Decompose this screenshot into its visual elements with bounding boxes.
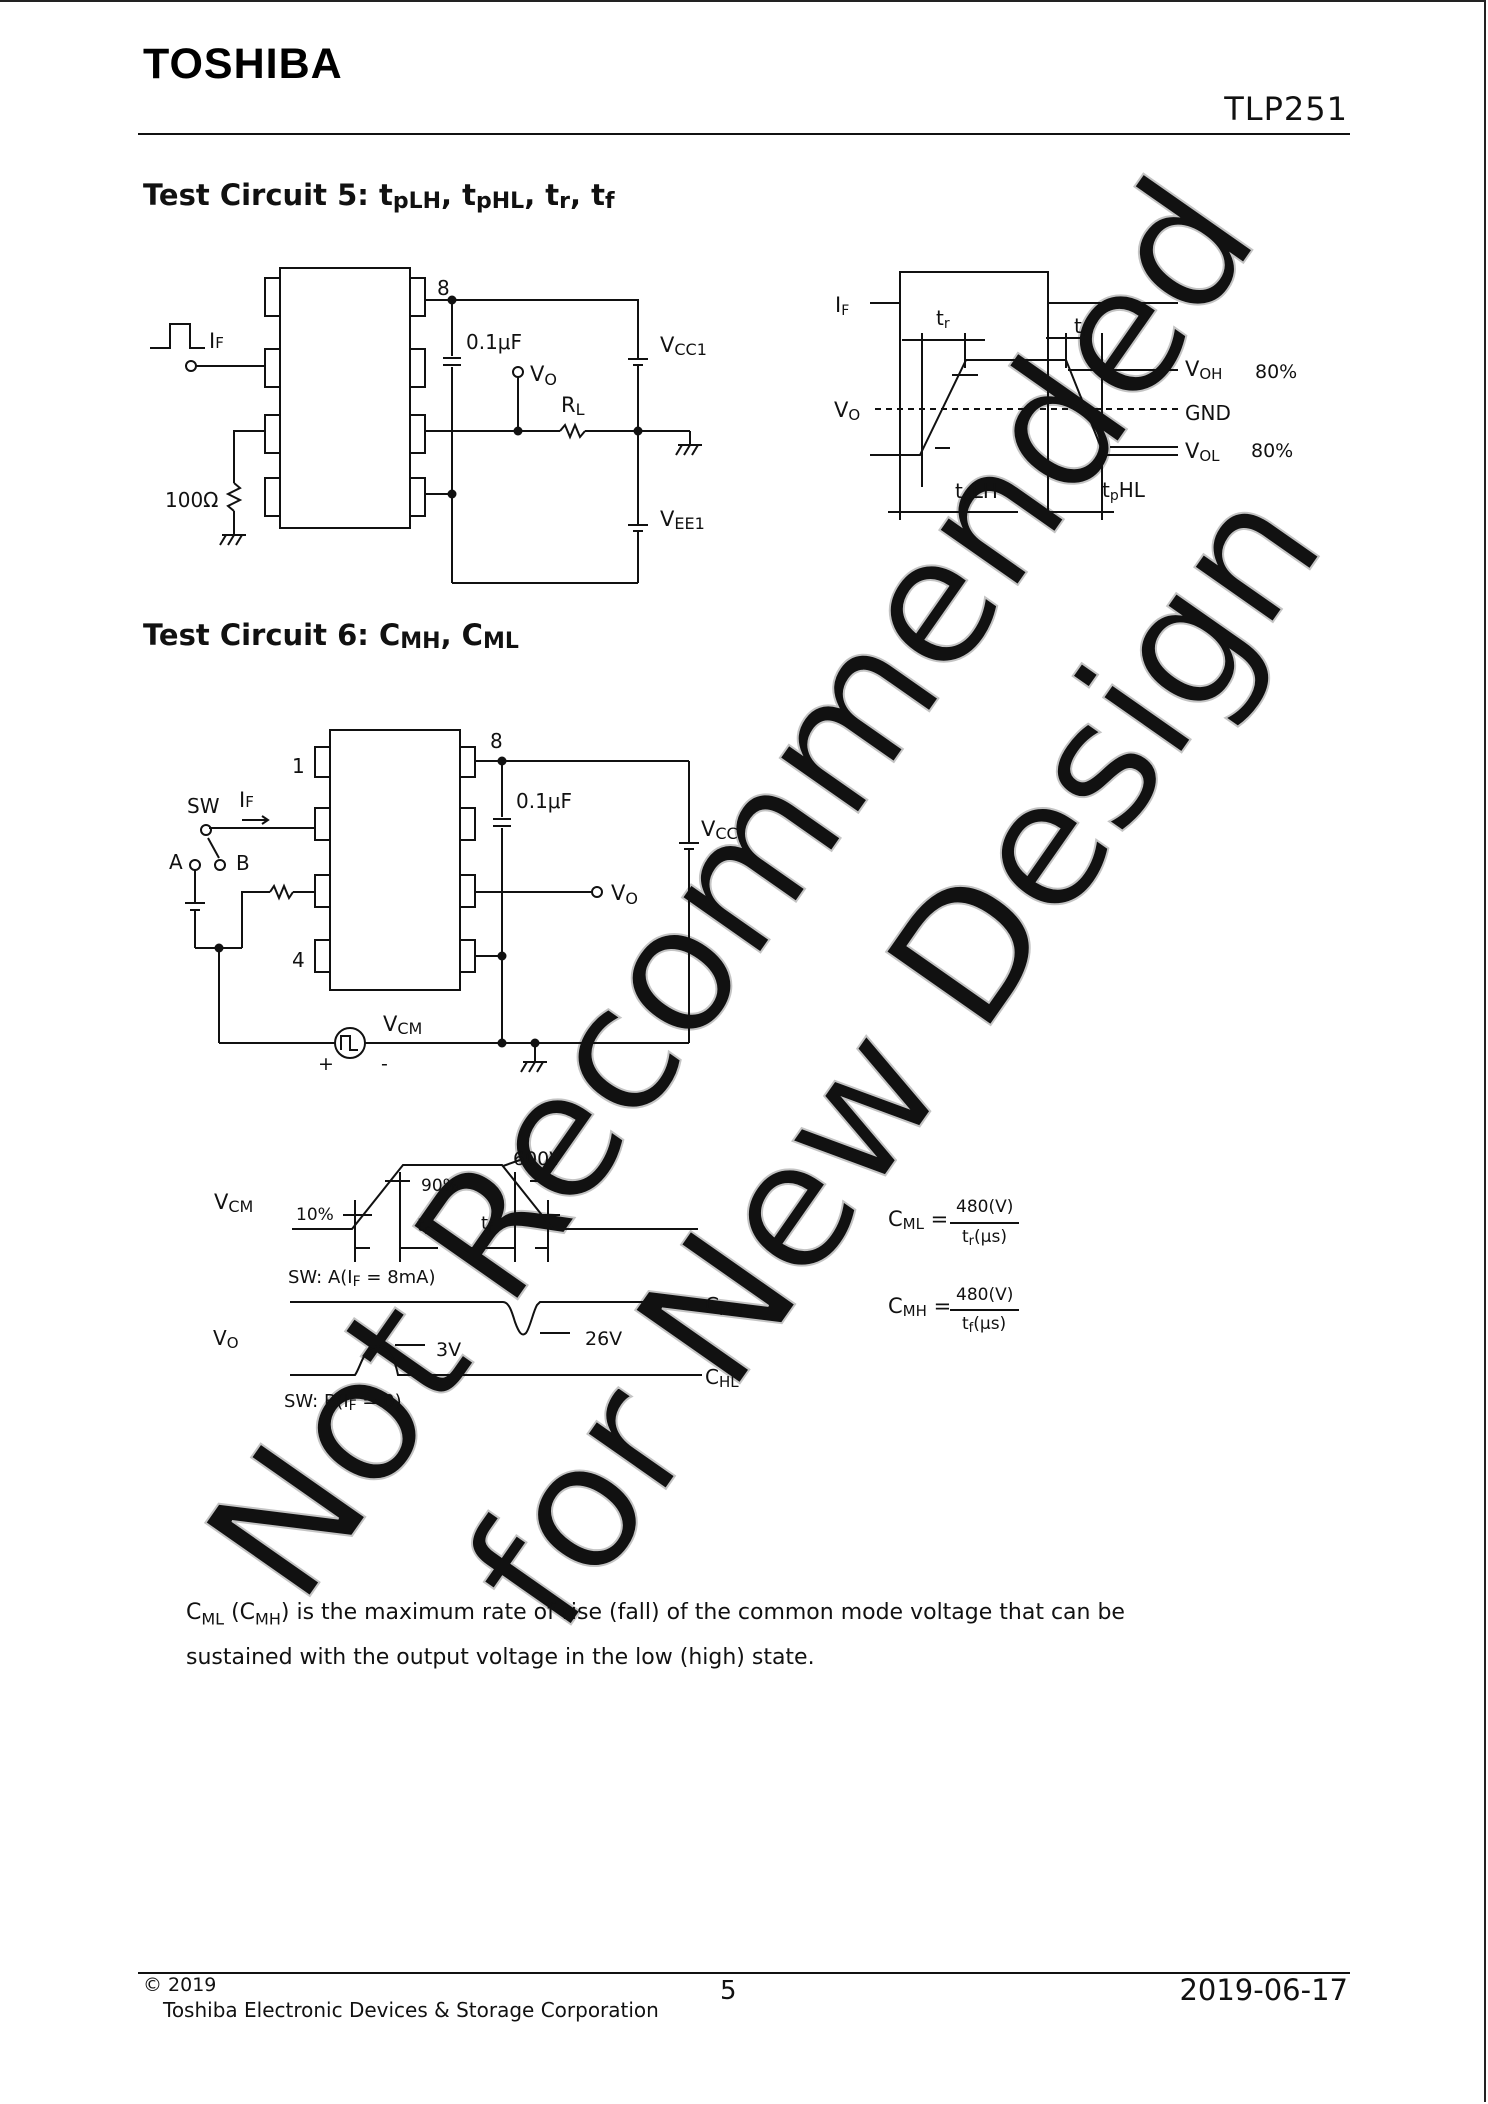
svg-text:GND: GND	[1185, 401, 1231, 425]
svg-text:VOL: VOL	[1185, 439, 1220, 465]
svg-text:tr: tr	[417, 1215, 430, 1238]
note-line-2: sustained with the output voltage in the…	[186, 1645, 815, 1670]
svg-text:80%: 80%	[1251, 440, 1293, 462]
formula-fraction-lines	[950, 1222, 1019, 1311]
svg-text:VCM: VCM	[383, 1012, 422, 1038]
svg-text:480(V): 480(V)	[956, 1285, 1013, 1305]
test-circuit-6-waveform	[290, 1159, 702, 1376]
svg-text:CHL: CHL	[705, 1365, 739, 1391]
svg-text:CMH: CMH	[705, 1293, 743, 1319]
svg-text:SW: SW	[187, 794, 220, 818]
svg-text:SW: B(IF = 0): SW: B(IF = 0)	[284, 1391, 402, 1414]
svg-text:tr(μs): tr(μs)	[962, 1227, 1007, 1249]
svg-text:CML =: CML =	[888, 1207, 948, 1233]
svg-text:0.1μF: 0.1μF	[516, 789, 572, 813]
svg-text:tf: tf	[1074, 314, 1088, 340]
section5-title: Test Circuit 5: tpLH, tpHL, tr, tf	[143, 178, 615, 214]
section6-title: Test Circuit 6: CMH, CML	[143, 618, 519, 654]
svg-text:3V: 3V	[436, 1339, 461, 1361]
optocoupler-ic-2	[329, 729, 461, 991]
svg-text:VO: VO	[834, 398, 860, 424]
svg-text:IF: IF	[835, 293, 849, 319]
svg-text:4: 4	[292, 948, 305, 972]
svg-text:IF: IF	[239, 788, 254, 812]
svg-text:VO: VO	[530, 362, 557, 389]
note-line-1: CML (CMH) is the maximum rate of rise (f…	[186, 1600, 1125, 1629]
optocoupler-ic	[279, 267, 411, 529]
toshiba-logo: TOSHIBA	[143, 40, 343, 88]
copyright: © 2019	[143, 1974, 217, 1996]
svg-text:+: +	[318, 1053, 334, 1075]
test-circuit-5-schematic	[150, 267, 702, 584]
svg-text:VO: VO	[213, 1326, 239, 1352]
svg-text:VCM: VCM	[214, 1190, 253, 1216]
svg-text:10%: 10%	[296, 1205, 334, 1225]
test-circuit-6-schematic	[185, 729, 699, 1073]
svg-text:26V: 26V	[585, 1328, 622, 1350]
svg-text:tf: tf	[481, 1213, 493, 1236]
svg-text:tr: tr	[936, 306, 950, 332]
svg-text:B: B	[236, 851, 250, 875]
svg-text:tf(μs): tf(μs)	[962, 1314, 1006, 1336]
svg-text:480(V): 480(V)	[956, 1197, 1013, 1217]
svg-text:IF: IF	[209, 329, 224, 353]
part-number: TLP251	[1224, 90, 1348, 128]
svg-text:0.1μF: 0.1μF	[466, 330, 522, 354]
svg-text:VCC1: VCC1	[660, 333, 707, 359]
svg-text:SW: A(IF = 8mA): SW: A(IF = 8mA)	[288, 1267, 436, 1290]
svg-text:90%: 90%	[421, 1176, 459, 1196]
svg-text:CMH =: CMH =	[888, 1294, 951, 1320]
svg-text:8: 8	[437, 276, 450, 300]
page-number: 5	[720, 1976, 737, 2006]
svg-text:80%: 80%	[1255, 361, 1297, 383]
svg-text:100Ω: 100Ω	[165, 488, 218, 512]
header-rule	[138, 133, 1350, 135]
test-circuit-5-timing	[870, 271, 1178, 520]
svg-text:600V: 600V	[513, 1148, 562, 1170]
svg-text:8: 8	[490, 729, 503, 753]
company-name: Toshiba Electronic Devices & Storage Cor…	[163, 1998, 659, 2022]
svg-text:1: 1	[292, 754, 305, 778]
svg-text:VO: VO	[611, 881, 638, 908]
publication-date: 2019-06-17	[1179, 1973, 1348, 2007]
svg-text:VOH: VOH	[1185, 357, 1222, 383]
svg-text:A: A	[169, 850, 183, 874]
svg-text:tpLH: tpLH	[955, 479, 998, 505]
svg-text:-: -	[381, 1053, 388, 1075]
svg-text:VCC: VCC	[701, 817, 738, 843]
svg-text:tpHL: tpHL	[1102, 478, 1146, 504]
svg-text:RL: RL	[561, 393, 585, 419]
footer-rule	[138, 1972, 1350, 1974]
svg-text:VEE1: VEE1	[660, 507, 705, 533]
